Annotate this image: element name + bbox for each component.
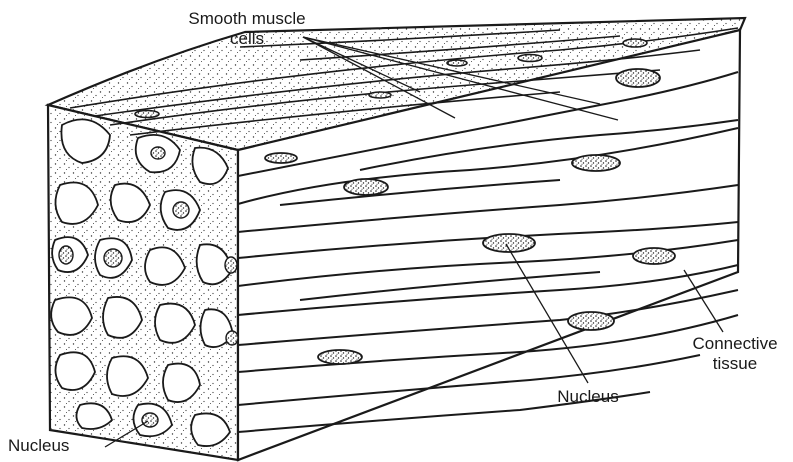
nucleus	[226, 331, 238, 345]
nucleus	[59, 246, 73, 264]
nucleus	[344, 179, 388, 195]
label-smooth-muscle-line1: Smooth muscle	[188, 9, 305, 28]
nucleus	[572, 155, 620, 171]
label-connective-line1: Connective	[692, 334, 777, 353]
nucleus	[173, 202, 189, 218]
nucleus	[633, 248, 675, 264]
label-smooth-muscle-line2: cells	[230, 29, 264, 48]
nucleus	[568, 312, 614, 330]
nucleus	[616, 69, 660, 87]
nucleus	[142, 413, 158, 427]
label-nucleus-cross: Nucleus	[8, 436, 69, 455]
nucleus	[265, 153, 297, 163]
nucleus	[225, 257, 237, 273]
label-connective-line2: tissue	[713, 354, 757, 373]
nucleus	[104, 249, 122, 267]
nucleus	[318, 350, 362, 364]
label-nucleus-side: Nucleus	[557, 387, 618, 406]
nucleus	[151, 147, 165, 159]
